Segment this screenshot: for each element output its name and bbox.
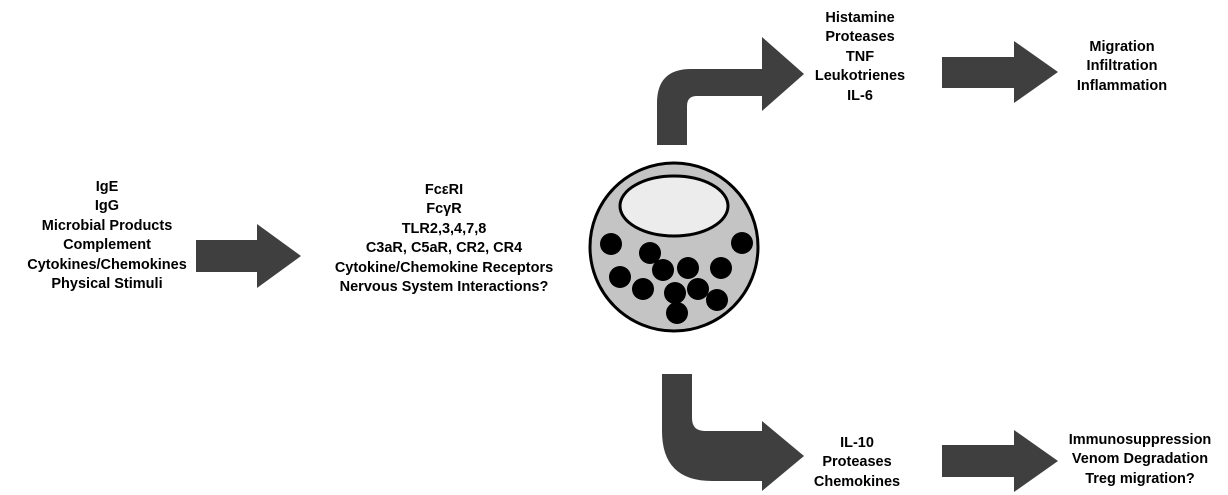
granule: [664, 282, 686, 304]
mediator-leukotrienes: Leukotrienes: [814, 68, 906, 85]
outcome-venom-degradation: Venom Degradation: [1071, 451, 1209, 468]
outcome-infiltration: Infiltration: [1086, 58, 1158, 75]
receptor-nervous-system: Nervous System Interactions?: [339, 279, 549, 296]
mediator-il6: IL-6: [847, 87, 873, 104]
stimulus-igg: IgG: [94, 198, 120, 215]
receptor-tlr: TLR2,3,4,7,8: [401, 220, 487, 237]
granule: [600, 233, 622, 255]
mediator-proteases-2: Proteases: [822, 454, 892, 471]
cell-to-pro-mediators-arrow: [657, 37, 804, 145]
granule: [710, 257, 732, 279]
mast-cell: [588, 161, 760, 333]
stimuli-list: IgE IgG Microbial Products Complement Cy…: [0, 178, 214, 294]
receptor-complement-receptors: C3aR, C5aR, CR2, CR4: [365, 240, 523, 257]
granule: [706, 289, 728, 311]
granule: [639, 242, 661, 264]
stimulus-microbial-products: Microbial Products: [41, 217, 173, 234]
outcome-treg-migration: Treg migration?: [1085, 470, 1195, 487]
receptor-cytokine-chemokine: Cytokine/Chemokine Receptors: [334, 259, 554, 276]
granule: [652, 259, 674, 281]
granule: [687, 278, 709, 300]
granule: [666, 302, 688, 324]
mediator-tnf: TNF: [845, 48, 875, 65]
receptors-list: FcεRI FcγR TLR2,3,4,7,8 C3aR, C5aR, CR2,…: [300, 181, 588, 297]
granules: [600, 232, 753, 324]
granule: [731, 232, 753, 254]
outcome-inflammation: Inflammation: [1076, 77, 1168, 94]
cell-nucleus: [618, 174, 730, 238]
cell-to-anti-mediators-arrow: [662, 374, 804, 491]
stimulus-cytokines-chemokines: Cytokines/Chemokines: [27, 256, 187, 273]
stimuli-to-receptors-arrow: [196, 224, 301, 288]
granule: [609, 266, 631, 288]
stimulus-complement: Complement: [63, 237, 151, 254]
mediator-il10: IL-10: [840, 435, 874, 451]
granule: [632, 278, 654, 300]
receptor-fcgr: FcγR: [426, 201, 462, 218]
anti-mediators-to-outcomes-arrow: [942, 430, 1058, 492]
mediator-proteases: Proteases: [825, 29, 895, 46]
receptor-fceri: FcεRI: [424, 182, 464, 198]
stimulus-ige: IgE: [95, 179, 119, 195]
pro-inflammatory-mediators-list: Histamine Proteases TNF Leukotrienes IL-…: [790, 9, 930, 106]
pro-inflammatory-outcomes-list: Migration Infiltration Inflammation: [1062, 38, 1182, 96]
stimulus-physical-stimuli: Physical Stimuli: [51, 276, 163, 293]
pro-mediators-to-outcomes-arrow: [942, 41, 1058, 103]
anti-inflammatory-mediators-list: IL-10 Proteases Chemokines: [797, 434, 917, 492]
outcome-immunosuppression: Immunosuppression: [1068, 432, 1212, 448]
anti-inflammatory-outcomes-list: Immunosuppression Venom Degradation Treg…: [1056, 431, 1224, 489]
granule: [677, 257, 699, 279]
mediator-histamine: Histamine: [825, 10, 895, 26]
outcome-migration: Migration: [1089, 39, 1155, 55]
mediator-chemokines: Chemokines: [813, 473, 901, 490]
